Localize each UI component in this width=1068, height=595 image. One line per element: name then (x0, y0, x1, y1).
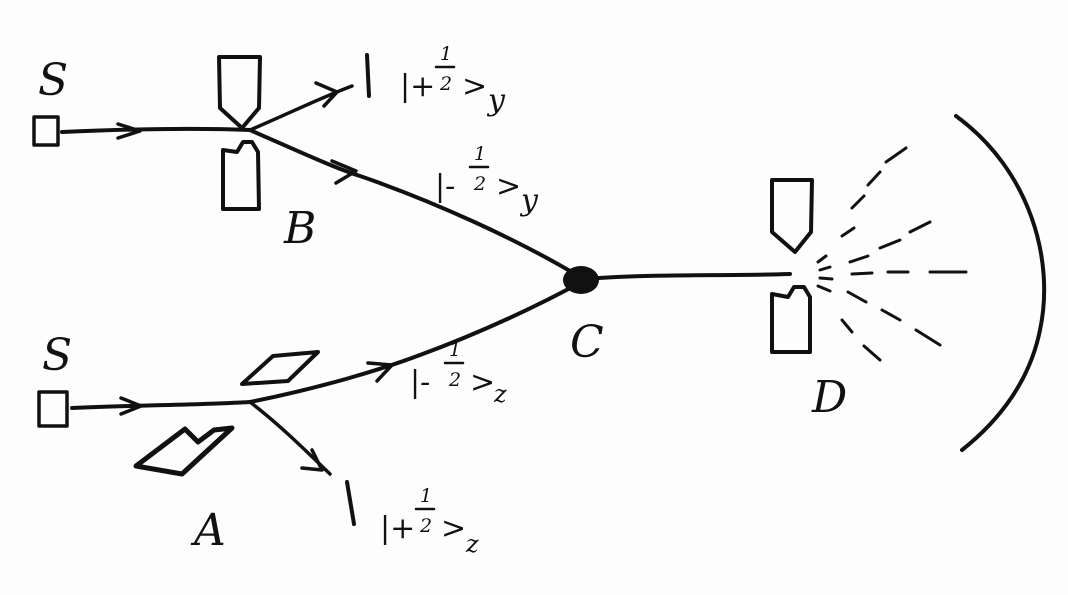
beam-top-up (248, 84, 354, 132)
arrow-bottom-incoming (119, 396, 143, 416)
bottom-source-group: S (37, 330, 72, 428)
ray-3 (818, 276, 834, 281)
source-label-bottom: S (42, 330, 72, 381)
scatter-rays (816, 146, 968, 362)
ray-15 (846, 290, 868, 304)
arrow-top-up (314, 81, 339, 108)
blocker-top-up (365, 53, 371, 98)
beam-bottom-down (248, 278, 587, 404)
ket-top-up-tail: > (462, 69, 487, 104)
magnet-d-upper-pole (770, 178, 814, 254)
magnet-d: D (770, 178, 847, 423)
source-box-top (32, 115, 60, 147)
detector-d-label: D (811, 372, 847, 423)
ket-top-down: |- 1 2 > y (435, 143, 539, 218)
arrow-top-incoming (116, 122, 142, 140)
ket-bottom-down-tail: > (470, 365, 495, 400)
blocker-bottom-up (345, 480, 356, 526)
ket-bottom-down-lead: |- (410, 365, 430, 400)
magnet-a-label: A (190, 505, 226, 556)
beam-combined (597, 272, 792, 280)
ray-7 (866, 170, 882, 187)
source-box-bottom (37, 390, 69, 428)
ray-18 (840, 318, 854, 334)
ket-top-down-tail: > (496, 169, 521, 204)
ray-9 (848, 254, 870, 264)
ket-bottom-down: |- 1 2 > z (410, 339, 507, 408)
ket-bottom-down-den: 2 (448, 369, 461, 391)
ket-bottom-up-num: 1 (420, 485, 432, 507)
top-source-group: S (32, 55, 68, 147)
ray-16 (880, 308, 902, 322)
ray-11 (908, 220, 932, 234)
junction-c-label: C (570, 317, 604, 368)
ray-10 (878, 238, 902, 250)
ket-top-up-num: 1 (440, 43, 452, 65)
magnet-a: A (133, 350, 320, 556)
ray-8 (884, 146, 908, 164)
arrow-top-down (330, 159, 358, 185)
ket-top-up: |+ 1 2 > y (400, 43, 506, 118)
magnet-b-lower-pole (221, 140, 261, 211)
ket-top-up-lead: |+ (400, 69, 435, 104)
source-label-top: S (38, 55, 68, 106)
ray-17 (914, 328, 942, 347)
ket-top-up-sub: y (486, 83, 506, 118)
top-beams (60, 53, 587, 282)
ket-top-down-lead: |- (435, 169, 455, 204)
arrow-bottom-down (366, 361, 394, 383)
junction-c: C (563, 266, 792, 368)
ket-bottom-up: |+ 1 2 > z (380, 485, 479, 558)
ray-4 (816, 284, 832, 293)
magnet-d-lower-pole (770, 285, 812, 354)
ket-bottom-down-num: 1 (449, 339, 461, 361)
ket-bottom-up-sub: z (465, 530, 479, 558)
ray-19 (862, 344, 882, 362)
magnet-b-upper-pole (217, 55, 262, 130)
ket-bottom-up-den: 2 (419, 515, 432, 537)
ray-2 (818, 265, 832, 272)
ket-bottom-up-lead: |+ (380, 511, 415, 546)
ket-top-down-den: 2 (473, 173, 486, 195)
magnet-b-label: B (283, 203, 316, 254)
ket-top-up-den: 2 (439, 73, 452, 95)
ket-bottom-up-tail: > (441, 511, 466, 546)
magnet-a-lower-pole (133, 425, 235, 477)
beam-top-incoming (60, 126, 252, 134)
beam-bottom-incoming (70, 400, 252, 410)
ray-1 (816, 254, 828, 264)
junction-dot (563, 266, 599, 294)
ray-12 (850, 271, 874, 276)
beam-top-down (248, 128, 587, 282)
ray-5 (840, 226, 856, 238)
arrow-bottom-up (300, 448, 324, 472)
ket-top-down-sub: y (519, 183, 539, 218)
magnet-b: B (217, 55, 316, 254)
ket-bottom-down-sub: z (493, 380, 507, 408)
bottom-beams (70, 278, 587, 526)
ray-6 (850, 194, 866, 210)
magnet-a-upper-pole (240, 350, 320, 386)
ket-top-down-num: 1 (474, 143, 486, 165)
detector-screen (954, 114, 1047, 452)
